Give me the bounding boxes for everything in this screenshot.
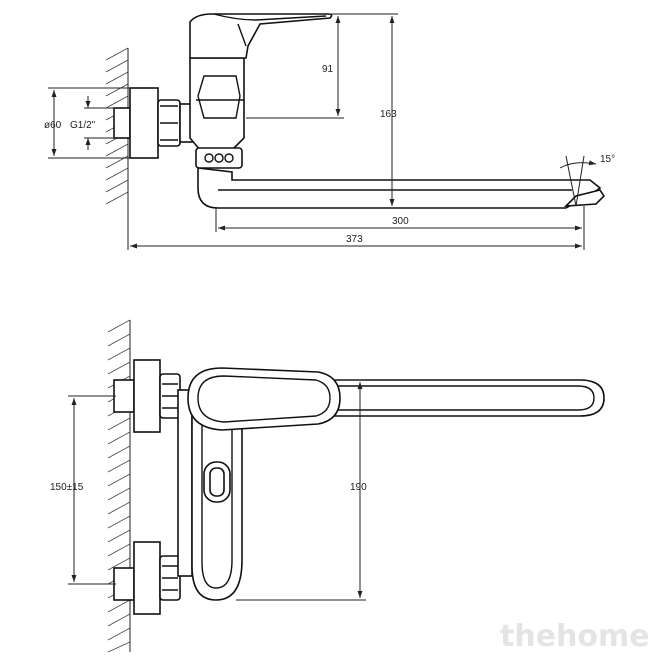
wall-hatch-top xyxy=(105,47,129,206)
label-centers: 150±15 xyxy=(50,482,84,493)
dim-190: 190 xyxy=(236,379,367,601)
mixer-body-side xyxy=(179,57,245,169)
label-angle: 15° xyxy=(600,154,615,165)
wall-hatch-bottom xyxy=(107,319,131,653)
wall-connector-top xyxy=(113,87,181,159)
lower-connector xyxy=(113,541,181,615)
lever-handle-side xyxy=(189,13,333,59)
label-91: 91 xyxy=(322,64,334,75)
label-300: 300 xyxy=(392,216,409,227)
label-diameter: ø60 xyxy=(44,120,62,131)
dim-373: 373 xyxy=(127,206,582,250)
dim-91: 91 xyxy=(246,13,344,119)
label-373: 373 xyxy=(346,234,363,245)
dim-diameter: ø60 xyxy=(44,87,130,159)
watermark-logo: thehome xyxy=(500,619,650,654)
side-view: 91 163 ø60 G1/2" 15° xyxy=(44,13,615,250)
spout-side xyxy=(197,167,606,209)
dim-163: 163 xyxy=(330,13,398,206)
mixer-body-front xyxy=(177,389,243,601)
upper-connector xyxy=(113,359,181,433)
dim-angle: 15° xyxy=(559,154,615,207)
label-thread: G1/2" xyxy=(70,120,96,131)
dim-centers: 150±15 xyxy=(50,395,116,585)
label-163: 163 xyxy=(380,109,397,120)
spout-front xyxy=(325,379,605,417)
lever-handle-front xyxy=(187,367,341,431)
front-view: 150±15 190 xyxy=(50,319,605,653)
dim-300: 300 xyxy=(215,206,585,250)
dim-thread: G1/2" xyxy=(70,96,116,150)
label-190: 190 xyxy=(350,482,367,493)
